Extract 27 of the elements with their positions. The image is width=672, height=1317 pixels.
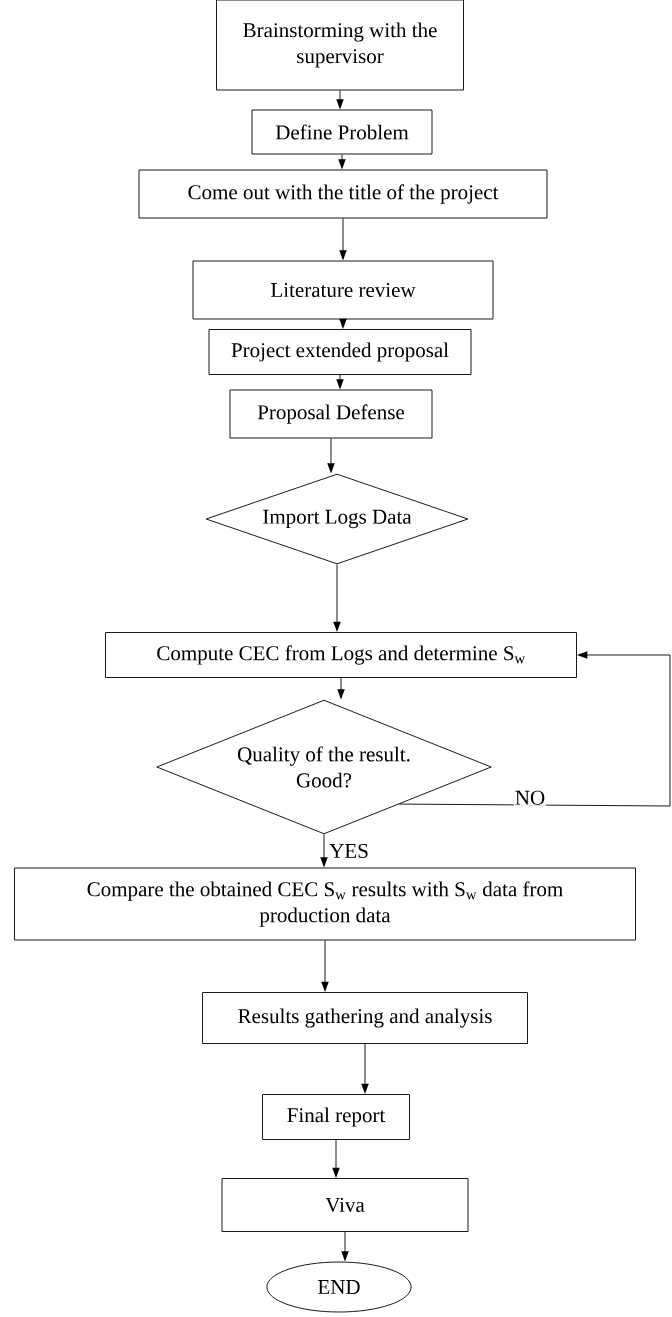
arrow [337, 677, 345, 700]
process-box: Viva [221, 1178, 469, 1232]
arrow [341, 1231, 349, 1262]
arrow [333, 564, 341, 633]
arrow [361, 1043, 369, 1095]
process-box: Project extended proposal [208, 329, 472, 375]
process-box: Final report [262, 1094, 410, 1140]
arrow [338, 154, 346, 170]
arrow [399, 651, 671, 807]
arrow [321, 940, 329, 993]
arrow [320, 833, 328, 868]
arrow [327, 438, 335, 474]
process-box: Compare the obtained CEC S$_{w}$ results with S$_{w}$ data from production data [14, 867, 636, 941]
process-box: Proposal Defense [229, 389, 433, 439]
arrow [332, 1139, 340, 1179]
arrow [339, 218, 347, 261]
process-box: Come out with the title of the project [138, 169, 548, 219]
process-box: Compute CEC from Logs and determine S$_{w}$ [105, 632, 577, 678]
arrow [336, 374, 344, 390]
process-box: Define Problem [251, 109, 433, 155]
process-box: Results gathering and analysis [202, 992, 528, 1044]
process-box: Brainstorming with the supervisor [216, 0, 464, 91]
process-box: Literature review [192, 260, 494, 320]
arrow [336, 90, 344, 110]
edge-label: YES [328, 842, 370, 860]
arrow [339, 318, 347, 330]
edge-label: NO [513, 789, 547, 806]
